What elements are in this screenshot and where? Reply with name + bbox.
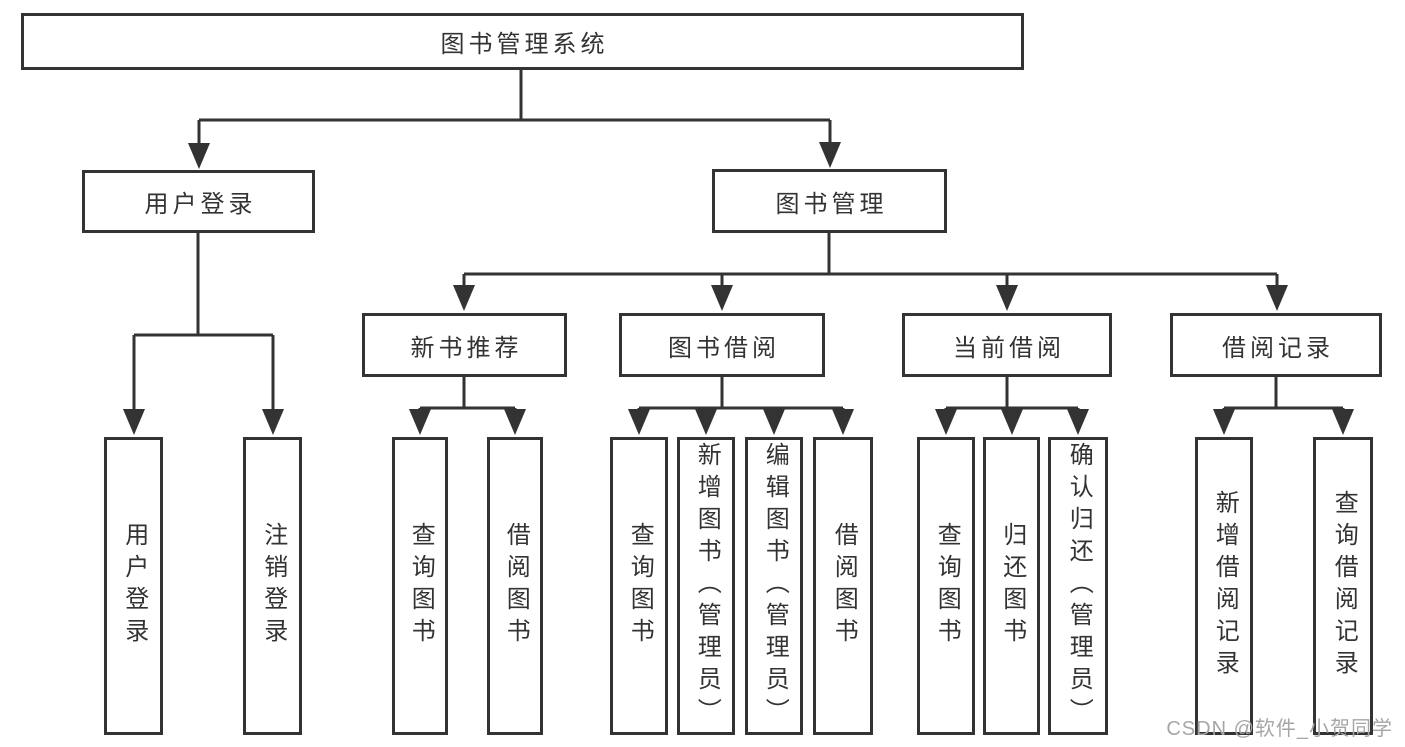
arrowhead-icon: [695, 409, 717, 435]
watermark: CSDN @软件_小贺同学: [1166, 718, 1393, 740]
arrowhead-icon: [935, 409, 957, 435]
node-book-management: 图书管理: [712, 169, 947, 233]
node-label: 查询图书: [407, 522, 435, 650]
node-label: 查询图书: [933, 522, 961, 650]
arrowhead-icon: [1266, 285, 1288, 311]
leaf-query-books-1: 查询图书: [392, 437, 448, 735]
arrowhead-icon: [1332, 409, 1354, 435]
leaf-confirm-return-admin: 确认归还（管理员）: [1048, 437, 1108, 735]
node-label: 编辑图书（管理员）: [761, 442, 789, 730]
arrowhead-icons: [123, 142, 1354, 435]
leaf-add-borrow-record: 新增借阅记录: [1195, 437, 1253, 735]
leaf-edit-books-admin: 编辑图书（管理员）: [745, 437, 803, 735]
node-book-borrowing: 图书借阅: [619, 313, 825, 377]
arrowhead-icon: [819, 142, 841, 168]
node-label: 新增借阅记录: [1211, 490, 1239, 682]
node-label: 用户登录: [144, 191, 257, 218]
arrowhead-icon: [1067, 409, 1089, 435]
node-root-library-management-system: 图书管理系统: [21, 13, 1024, 70]
node-label: 图书借阅: [668, 334, 780, 362]
leaf-borrow-books-2: 借阅图书: [813, 437, 873, 735]
leaf-query-borrow-record: 查询借阅记录: [1313, 437, 1373, 735]
node-label: 查询图书: [626, 522, 654, 650]
arrowhead-icon: [453, 285, 475, 311]
arrowhead-icon: [628, 409, 650, 435]
node-label: 当前借阅: [953, 334, 1065, 362]
node-label: 借阅图书: [502, 522, 530, 650]
connector-records-to-leaves: [1222, 377, 1345, 414]
connector-root-to-level2: [197, 69, 832, 146]
connector-current-to-leaves: [944, 377, 1080, 414]
node-label: 新书推荐: [410, 334, 523, 362]
leaf-return-books: 归还图书: [983, 437, 1040, 735]
leaf-add-books-admin: 新增图书（管理员）: [677, 437, 735, 735]
node-label: 图书管理: [775, 190, 888, 218]
node-label: 注销登录: [259, 522, 287, 650]
connector-borrowing-to-leaves: [637, 377, 845, 414]
leaf-user-login: 用户登录: [104, 437, 163, 735]
arrowhead-icon: [188, 143, 210, 169]
leaf-query-books-3: 查询图书: [917, 437, 975, 735]
node-new-book-recommendation: 新书推荐: [362, 313, 567, 377]
leaf-query-books-2: 查询图书: [610, 437, 668, 735]
node-user-login: 用户登录: [82, 170, 315, 233]
node-borrowing-records: 借阅记录: [1170, 313, 1382, 377]
arrowhead-icon: [763, 409, 785, 435]
node-label: 归还图书: [998, 522, 1026, 650]
connector-userlogin-to-leaves: [132, 233, 275, 412]
leaf-borrow-books-1: 借阅图书: [487, 437, 543, 735]
connector-bookmgmt-to-level3: [462, 233, 1279, 288]
node-label: 借阅图书: [830, 522, 858, 650]
node-label: 确认归还（管理员）: [1065, 442, 1093, 730]
node-label: 用户登录: [120, 522, 148, 650]
arrowhead-icon: [409, 409, 431, 435]
node-label: 查询借阅记录: [1330, 490, 1358, 682]
node-label: 图书管理系统: [440, 31, 609, 58]
arrowhead-icon: [1213, 409, 1235, 435]
arrowhead-icon: [504, 409, 526, 435]
connector-newbooks-to-leaves: [418, 377, 517, 414]
arrowhead-icon: [996, 285, 1018, 311]
node-label: 借阅记录: [1222, 334, 1334, 362]
leaf-logout: 注销登录: [243, 437, 302, 735]
arrowhead-icon: [262, 409, 284, 435]
arrowhead-icon: [832, 409, 854, 435]
arrowhead-icon: [123, 409, 145, 435]
node-label: 新增图书（管理员）: [693, 442, 721, 730]
node-current-borrowing: 当前借阅: [902, 313, 1112, 377]
arrowhead-icon: [1001, 409, 1023, 435]
arrowhead-icon: [711, 285, 733, 311]
